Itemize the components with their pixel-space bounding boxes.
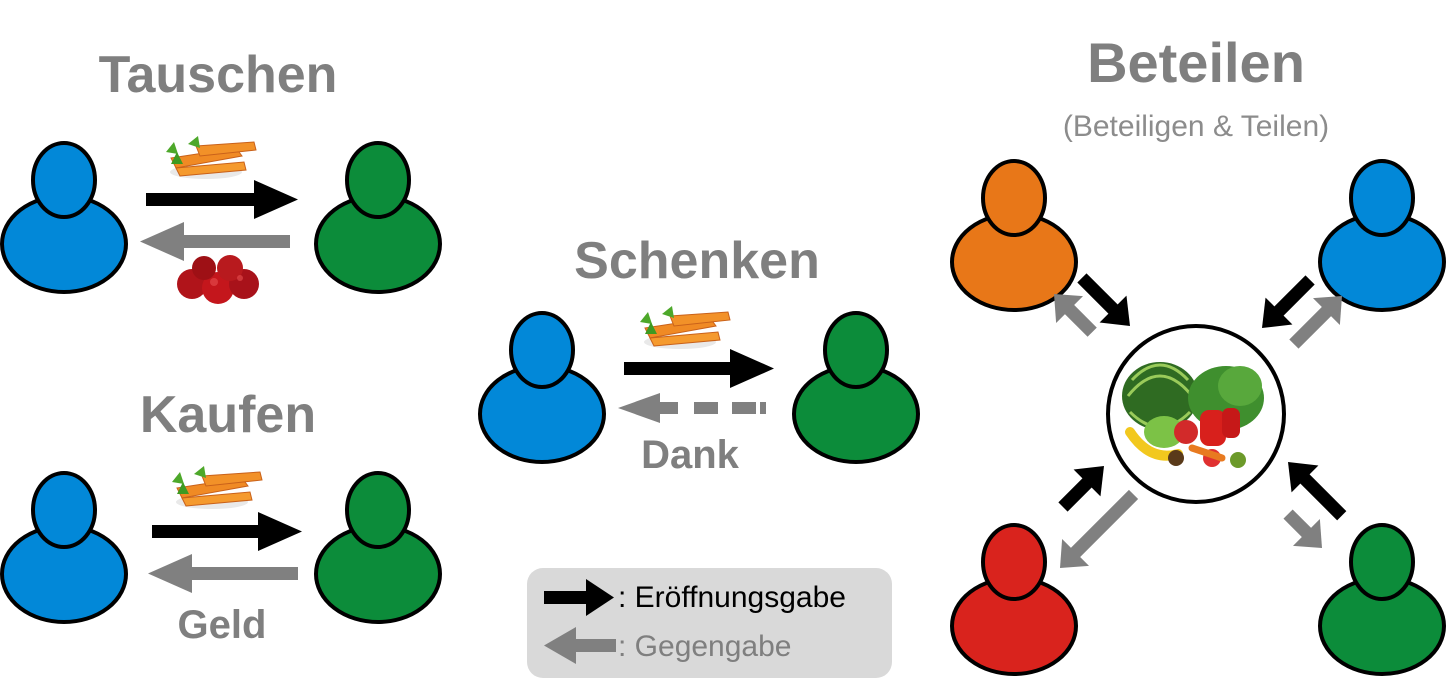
return-gift-arrow-dashed bbox=[618, 393, 766, 423]
schenken-return-label: Dank bbox=[641, 433, 740, 477]
person-red-icon bbox=[950, 523, 1078, 676]
person-blue-icon bbox=[478, 311, 606, 464]
carrot-bunch-icon bbox=[171, 465, 263, 510]
legend-box bbox=[527, 568, 892, 678]
person-green-icon bbox=[792, 311, 920, 464]
tauschen-title: Tauschen bbox=[99, 46, 338, 104]
return-gift-arrow bbox=[1054, 294, 1097, 337]
schenken-title: Schenken bbox=[574, 232, 820, 290]
fruit-vegetable-basket-icon bbox=[1122, 362, 1264, 468]
person-blue-icon bbox=[1318, 159, 1446, 312]
opening-gift-arrow bbox=[1262, 275, 1315, 328]
opening-gift-arrow bbox=[1058, 466, 1104, 512]
legend-return-label: : Gegengabe bbox=[618, 630, 791, 663]
return-gift-arrow bbox=[1283, 509, 1322, 548]
carrot-bunch-icon bbox=[639, 305, 731, 350]
person-orange-icon bbox=[950, 159, 1078, 312]
return-gift-arrow bbox=[1060, 489, 1139, 568]
opening-gift-arrow bbox=[1288, 462, 1347, 521]
return-gift-arrow bbox=[140, 222, 290, 261]
legend: : Eröffnungsgabe : Gegengabe bbox=[527, 568, 892, 678]
person-green-icon bbox=[314, 141, 442, 294]
legend-gray-arrow-icon bbox=[544, 627, 616, 664]
person-blue-icon bbox=[0, 471, 128, 624]
person-green-icon bbox=[1318, 523, 1446, 676]
person-blue-icon bbox=[0, 141, 128, 294]
legend-black-arrow-icon bbox=[544, 579, 614, 616]
shared-pool bbox=[1106, 324, 1286, 504]
opening-gift-arrow bbox=[152, 512, 302, 551]
opening-gift-arrow bbox=[624, 349, 774, 388]
kaufen-title: Kaufen bbox=[140, 386, 316, 444]
apple-pile-icon bbox=[177, 255, 259, 304]
person-green-icon bbox=[314, 471, 442, 624]
return-gift-arrow bbox=[1289, 296, 1342, 349]
kaufen-return-label: Geld bbox=[178, 603, 267, 647]
beteilen-subtitle: (Beteiligen & Teilen) bbox=[1063, 110, 1329, 143]
beteilen-title: Beteilen bbox=[1087, 31, 1305, 94]
carrot-bunch-icon bbox=[165, 135, 257, 180]
return-gift-arrow bbox=[148, 554, 298, 593]
opening-gift-arrow bbox=[1077, 273, 1130, 326]
legend-opening-label: : Eröffnungsgabe bbox=[618, 581, 846, 614]
opening-gift-arrow bbox=[146, 180, 298, 219]
